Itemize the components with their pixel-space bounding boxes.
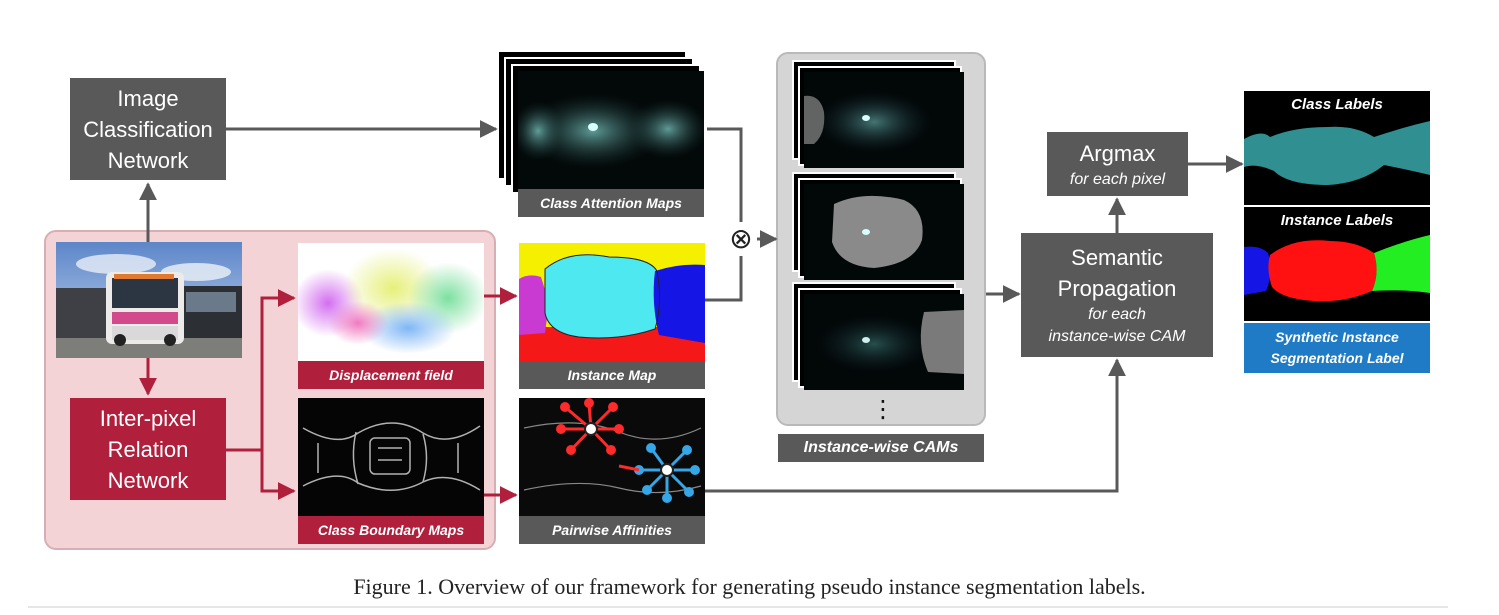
synthetic-label-line: Segmentation Label (1270, 350, 1404, 366)
instance-wise-cams-caption: Instance-wise CAMs (778, 434, 984, 462)
instance-map-caption: Instance Map (519, 361, 705, 389)
image-classification-network-box: Image Classification Network (70, 78, 226, 180)
node-line: Classification (83, 116, 213, 142)
inter-pixel-relation-network-box: Inter-pixel Relation Network (70, 398, 226, 500)
class-attention-maps-stack: Class Attention Maps (497, 50, 707, 218)
class-boundary-maps-caption: Class Boundary Maps (298, 516, 484, 544)
arrow-relation-to-displacement (226, 289, 296, 452)
node-line: Network (107, 467, 189, 493)
node-line: Inter-pixel (99, 405, 197, 431)
node-line: Argmax (1079, 140, 1156, 166)
semantic-propagation-box: Semantic Propagation for each instance-w… (1021, 233, 1213, 357)
displacement-field-caption: Displacement field (298, 361, 484, 389)
arrow-relation-to-boundary (260, 450, 296, 500)
class-labels-image: Class Labels (1244, 91, 1430, 205)
instance-labels-image: Instance Labels (1244, 207, 1430, 321)
instance-cam-image (804, 72, 964, 168)
displacement-field-image (298, 243, 484, 361)
node-line: Image (117, 85, 179, 111)
instance-cam-image (804, 184, 964, 280)
ellipsis-more-instances: ⋮ (871, 395, 895, 423)
instance-labels-title: Instance Labels (1280, 212, 1394, 229)
instance-cam-stack-2 (792, 172, 972, 280)
node-line: Semantic (1071, 245, 1163, 270)
node-line: Propagation (1057, 276, 1177, 301)
pairwise-affinities-image (519, 398, 705, 516)
class-attention-map-image (518, 71, 704, 189)
synthetic-label-box: Synthetic Instance Segmentation Label (1244, 323, 1430, 373)
bottom-divider (28, 606, 1448, 608)
figure-caption: Figure 1. Overview of our framework for … (353, 574, 1146, 599)
class-labels-title: Class Labels (1291, 96, 1383, 113)
input-bus-photo (56, 242, 242, 358)
instance-map-image (519, 243, 705, 361)
synthetic-label-line: Synthetic Instance (1275, 329, 1399, 345)
instance-cam-stack-1 (792, 60, 972, 168)
node-sub-line: instance-wise CAM (1048, 328, 1186, 345)
node-line: Relation (107, 436, 189, 462)
instance-cam-image (804, 294, 964, 390)
node-line: Network (107, 147, 189, 173)
argmax-box: Argmax for each pixel (1047, 132, 1188, 196)
arrow-affinities-to-propagation (705, 358, 1126, 493)
instance-cam-stack-3 (792, 282, 972, 392)
node-sub-line: for each (1088, 306, 1146, 323)
arrow-instance-map-to-multiply (705, 256, 743, 302)
node-sub-line: for each pixel (1069, 170, 1166, 188)
class-boundary-maps-image (298, 398, 484, 516)
multiply-operator-symbol: ⊗ (729, 222, 753, 255)
arrow-cam-to-multiply (707, 127, 743, 222)
class-attention-maps-caption: Class Attention Maps (518, 189, 704, 217)
pairwise-affinities-caption: Pairwise Affinities (519, 516, 705, 544)
